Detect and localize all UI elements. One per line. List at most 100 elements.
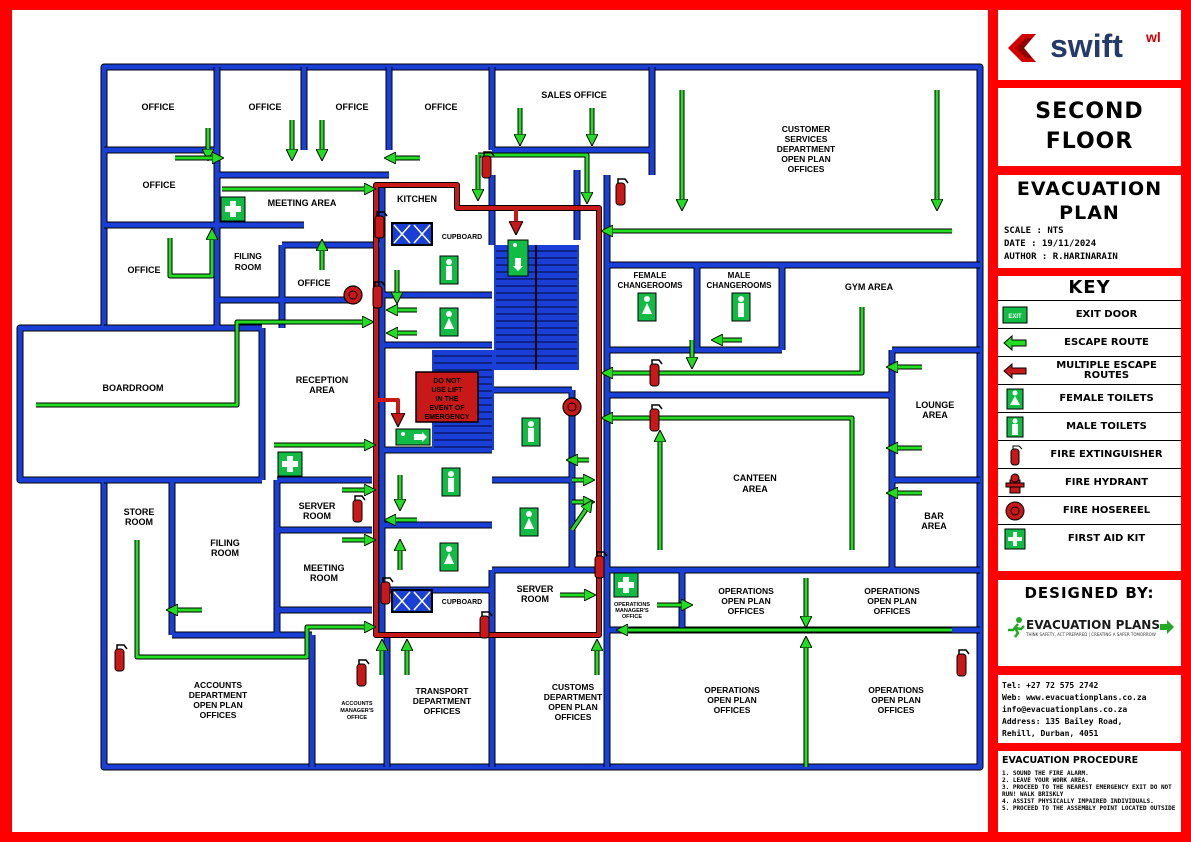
floor-title-panel: SECOND FLOOR	[998, 88, 1181, 166]
room-filing-2-line1: FILING	[210, 538, 240, 548]
contact-panel: Tel: +27 72 575 2742 Web: www.evacuation…	[998, 675, 1181, 743]
room-ops-1-line2: OPEN PLAN	[721, 596, 771, 606]
room-accounts-line4: OFFICES	[200, 710, 237, 720]
exit-door-icon-text: EXIT	[1008, 314, 1022, 320]
first-aid-icon	[1004, 528, 1026, 549]
key-icon-cell	[1002, 500, 1028, 522]
room-kitchen: KITCHEN	[397, 194, 437, 204]
date-text: DATE : 19/11/2024	[1004, 239, 1097, 249]
key-icon-cell	[1002, 360, 1028, 382]
room-bar-line2: AREA	[921, 521, 947, 531]
room-boardroom: BOARDROOM	[103, 383, 164, 393]
key-icon-cell: EXIT	[1002, 304, 1028, 326]
customer-services-line5: OFFICES	[788, 164, 825, 174]
fire-extinguisher-icon-11	[114, 644, 128, 672]
room-labels: OFFICE OFFICE OFFICE OFFICE SALES OFFICE…	[103, 90, 955, 722]
room-canteen-line2: AREA	[742, 484, 768, 494]
fire-extinguisher-icon-1	[481, 151, 495, 179]
contact-address-1: Address: 135 Bailey Road,	[1002, 717, 1123, 726]
key-label: FIRST AID KIT	[1067, 532, 1146, 544]
room-customs-line4: OFFICES	[555, 712, 592, 722]
male-toilet-icon-1	[439, 255, 459, 285]
key-label: FEMALE TOILETS	[1059, 392, 1154, 404]
procedure-list: 1. SOUND THE FIRE ALARM. 2. LEAVE YOUR W…	[1002, 770, 1181, 812]
customer-services-line1: CUSTOMER	[782, 124, 831, 134]
plan-info-panel: EVACUATION PLAN SCALE : NTS DATE : 19/11…	[998, 175, 1181, 268]
procedure-step-1: 1. SOUND THE FIRE ALARM.	[1002, 770, 1089, 777]
key-item-fire-extinguisher: FIRE EXTINGUISHER	[998, 440, 1181, 468]
room-transport-line2: DEPARTMENT	[413, 696, 472, 706]
room-sales-office: SALES OFFICE	[541, 90, 607, 100]
room-cupboard-1: CUPBOARD	[442, 234, 482, 241]
room-male-changerooms-line2: CHANGEROOMS	[707, 281, 773, 290]
escape-route-12-outline	[167, 234, 215, 279]
procedure-step-4: 4. ASSIST PHYSICALLY IMPAIRED INDIVIDUAL…	[1002, 798, 1154, 805]
room-ops-2-line1: OPERATIONS	[864, 586, 920, 596]
scale-text: SCALE : NTS	[1004, 226, 1064, 236]
key-item-male-toilet: MALE TOILETS	[998, 412, 1181, 440]
room-reception-line2: AREA	[309, 385, 335, 395]
room-customs-line3: OPEN PLAN	[548, 702, 598, 712]
key-label: MULTIPLE ESCAPE ROUTES	[1056, 359, 1157, 381]
author-text: AUTHOR : R.HARINARAIN	[1004, 252, 1118, 262]
fire-hosereel-icon	[1005, 501, 1025, 520]
room-customer-services: CUSTOMER SERVICES DEPARTMENT OPEN PLAN O…	[777, 124, 836, 174]
customer-services-line3: DEPARTMENT	[777, 144, 836, 154]
room-female-changerooms-line1: FEMALE	[634, 271, 668, 280]
procedure-title: EVACUATION PROCEDURE	[1002, 755, 1139, 766]
brand-suffix: wl	[1145, 29, 1161, 45]
fire-extinguisher-icon-13	[956, 649, 970, 677]
room-reception-line1: RECEPTION	[296, 375, 349, 385]
room-office-2: OFFICE	[249, 102, 282, 112]
room-server-2-line1: SERVER	[517, 584, 554, 594]
brand-logo: swift wl	[1008, 28, 1161, 64]
contact-email: info@evacuationplans.co.za	[1002, 705, 1128, 714]
room-filing-1-line1: FILING	[234, 251, 262, 261]
room-ops-1-line1: OPERATIONS	[718, 586, 774, 596]
male-toilet-icon-3	[441, 467, 461, 497]
escape-route-12	[168, 234, 212, 278]
room-server-2-line2: ROOM	[521, 594, 549, 604]
escape-route-20	[607, 307, 864, 373]
room-ops-2-line2: OPEN PLAN	[867, 596, 917, 606]
key-item-female-toilet: FEMALE TOILETS	[998, 384, 1181, 412]
room-ops-manager-line3: OFFICE	[622, 614, 642, 620]
key-item-fire-hydrant: FIRE HYDRANT	[998, 468, 1181, 496]
room-male-changerooms-line1: MALE	[728, 271, 751, 280]
female-toilet-icon-2	[439, 307, 459, 337]
multiple-escape-route	[373, 182, 602, 638]
key-label: FIRE HOSEREEL	[1062, 504, 1151, 516]
key-item-multiple-routes: MULTIPLE ESCAPE ROUTES	[998, 356, 1181, 384]
exit-door-icon-1	[507, 239, 529, 277]
escape-route-9	[478, 153, 587, 198]
key-label: MALE TOILETS	[1066, 420, 1147, 432]
designed-by-title: DESIGNED BY:	[1024, 584, 1155, 602]
male-toilet-icon-5	[521, 417, 541, 447]
first-aid-icon-3	[613, 572, 639, 598]
fire-hosereel-icon-1	[343, 285, 363, 305]
room-accounts-manager-line1: ACCOUNTS	[341, 701, 372, 707]
female-toilet-icon-7	[637, 292, 657, 322]
room-cupboard-2: CUPBOARD	[442, 599, 482, 606]
room-ops-manager-line2: MANAGER'S	[615, 608, 649, 614]
key-item-fire-hosereel: FIRE HOSEREEL	[998, 496, 1181, 524]
fire-extinguisher-icon-7	[352, 495, 366, 523]
key-icon-cell	[1002, 332, 1028, 354]
room-ops-3-line2: OPEN PLAN	[707, 695, 757, 705]
female-toilet-icon	[1006, 388, 1024, 409]
key-title: KEY	[1068, 277, 1111, 298]
room-female-changerooms-line2: CHANGEROOMS	[618, 281, 684, 290]
procedure-step-3: 3. PROCEED TO THE NEAREST EMERGENCY EXIT…	[1002, 784, 1172, 798]
fire-hosereel-icon-2	[562, 397, 582, 417]
room-meeting-room-line2: ROOM	[310, 573, 338, 583]
fire-hydrant-icon	[1005, 473, 1025, 493]
room-store-line1: STORE	[124, 507, 155, 517]
room-canteen-line1: CANTEEN	[733, 473, 777, 483]
lift-warning-line4: EVENT OF	[429, 405, 465, 412]
escape-route-31	[570, 505, 589, 531]
lift-warning: DO NOT USE LIFT IN THE EVENT OF EMERGENC…	[415, 371, 479, 423]
safety-symbols	[114, 151, 970, 687]
room-accounts-manager-line3: OFFICE	[347, 715, 367, 721]
